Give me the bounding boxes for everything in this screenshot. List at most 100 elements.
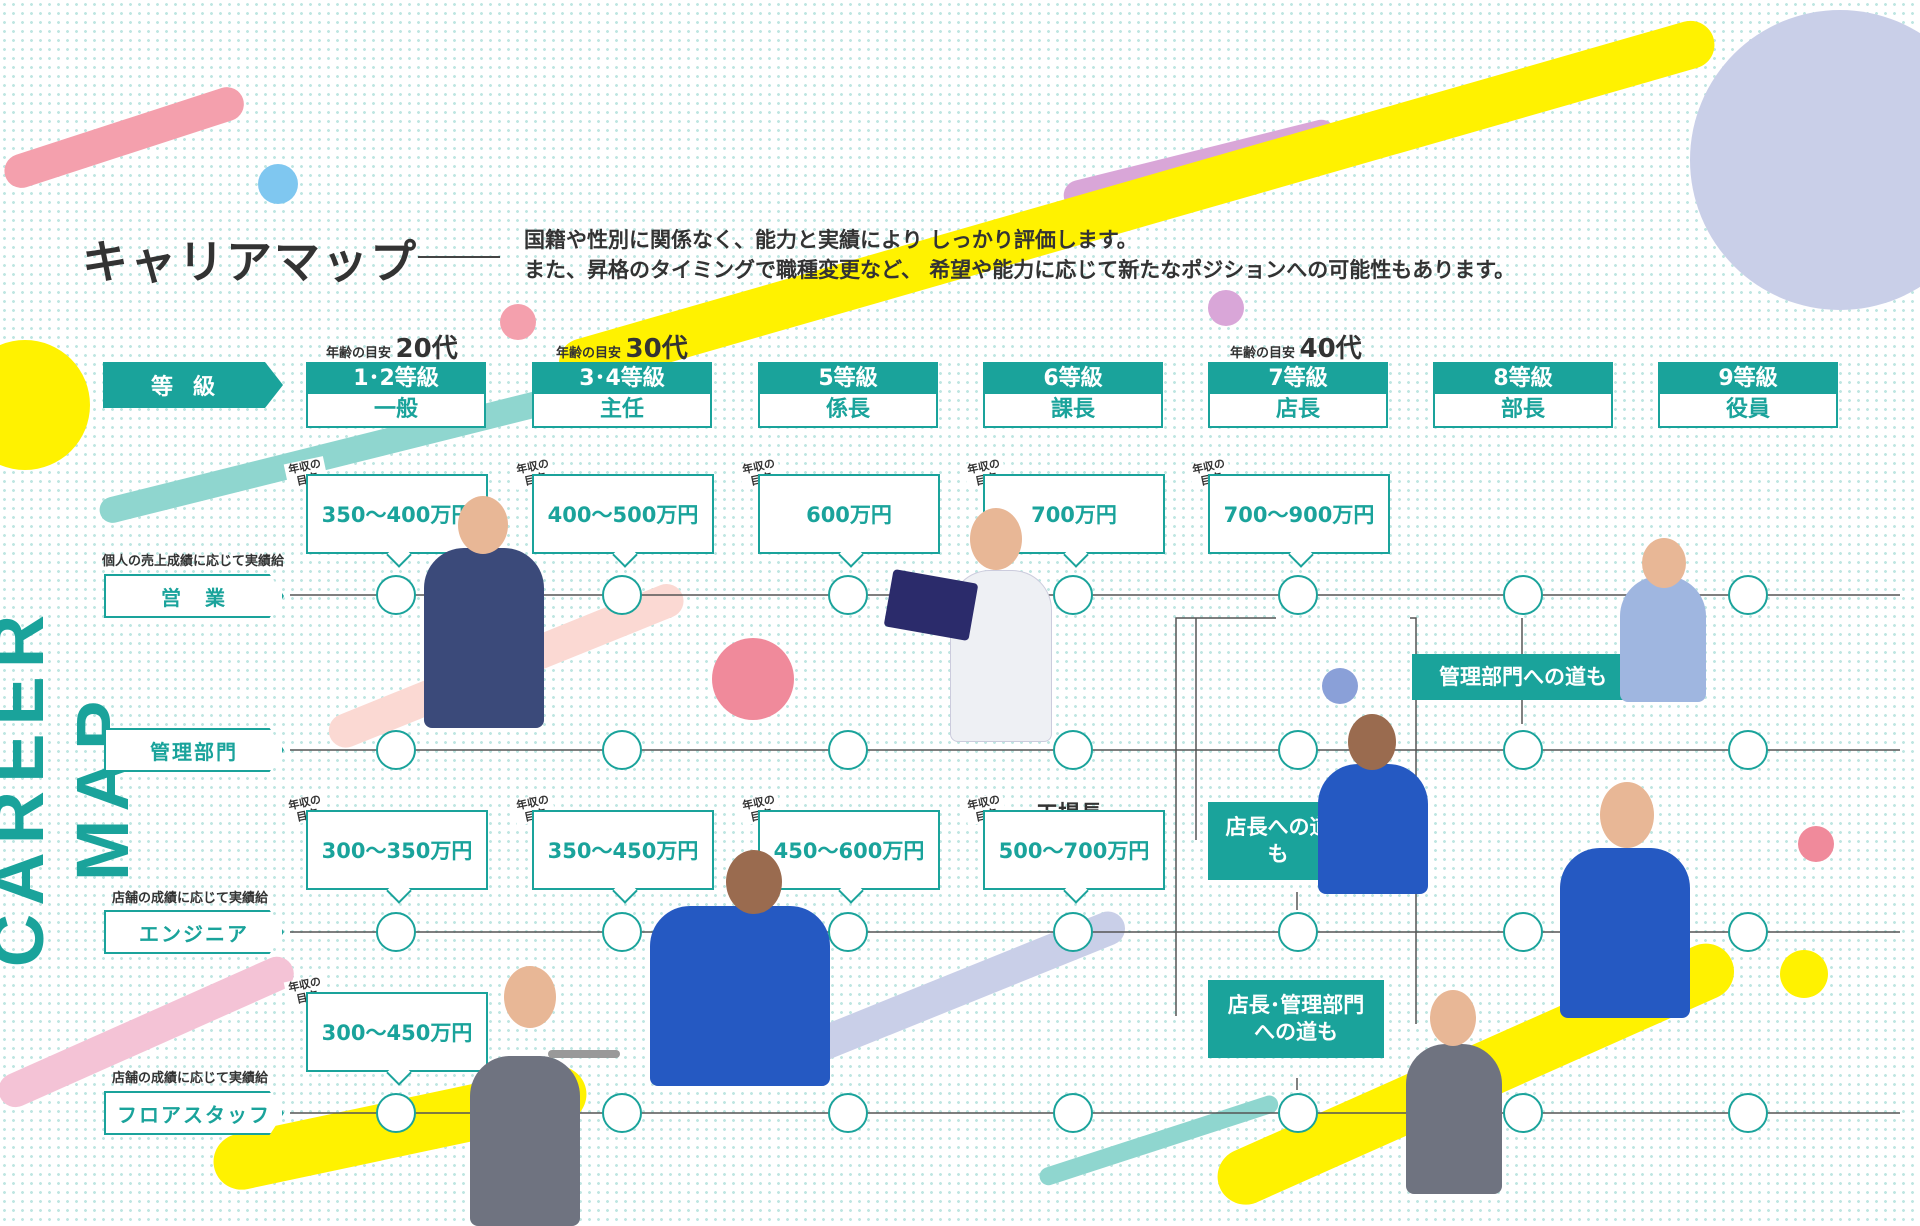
row-label-sales: 営 業 bbox=[104, 574, 284, 618]
admin-node bbox=[1053, 730, 1093, 770]
grade-number: 1･2等級 bbox=[308, 364, 484, 394]
sales-node bbox=[1728, 575, 1768, 615]
admin-node bbox=[1278, 730, 1318, 770]
salary-sales-2: 400〜500万円 bbox=[532, 474, 714, 554]
decor-big-circle bbox=[1690, 10, 1920, 310]
admin-node bbox=[602, 730, 642, 770]
person-floor-woman-1 bbox=[470, 1056, 580, 1226]
age-value: 30代 bbox=[625, 334, 688, 364]
intro-line-2: また、昇格のタイミングで職種変更など、 希望や能力に応じて新たなポジションへの可… bbox=[524, 258, 1516, 282]
person-floor-woman-2 bbox=[1406, 1044, 1502, 1194]
person-engineer-3 bbox=[1560, 848, 1690, 1018]
sales-node bbox=[1278, 575, 1318, 615]
intro-line-1: 国籍や性別に関係なく、能力と実績により しっかり評価します。 bbox=[524, 228, 1138, 252]
admin-node bbox=[1503, 730, 1543, 770]
grade-number: 7等級 bbox=[1210, 364, 1386, 394]
person-sales-man-head bbox=[970, 508, 1022, 570]
floor-note: 店舗の成績に応じて実績給 bbox=[112, 1071, 269, 1086]
grade-role: 役員 bbox=[1725, 397, 1770, 422]
salary-engineer-2: 350〜450万円 bbox=[532, 810, 714, 890]
floor-node bbox=[1728, 1093, 1768, 1133]
age-prefix: 年齢の目安 bbox=[556, 346, 622, 361]
grade-number: 3･4等級 bbox=[534, 364, 710, 394]
person-engineer-1 bbox=[650, 906, 830, 1086]
admin-node bbox=[376, 730, 416, 770]
sales-node bbox=[602, 575, 642, 615]
grade-role: 主任 bbox=[599, 397, 644, 422]
person-engineer-3-head bbox=[1600, 782, 1654, 848]
vertical-link-left bbox=[1175, 617, 1276, 1016]
decor-dot-pink-right bbox=[1798, 826, 1834, 862]
age-label-30s: 年齢の目安 30代 bbox=[556, 328, 688, 365]
age-label-20s: 年齢の目安 20代 bbox=[326, 328, 458, 365]
path-to-manager-admin: 店長･管理部門への道も bbox=[1208, 980, 1384, 1058]
grade-number: 6等級 bbox=[985, 364, 1161, 394]
salary-sales-1: 350〜400万円 bbox=[306, 474, 488, 554]
grade-role: 係長 bbox=[825, 397, 870, 422]
grade-box-3: 5等級係長 bbox=[758, 362, 938, 428]
page-title: キャリアマップ bbox=[82, 235, 418, 289]
decor-dot-pink-top bbox=[500, 304, 536, 340]
engineer-node bbox=[1278, 912, 1318, 952]
grade-box-6: 8等級部長 bbox=[1433, 362, 1613, 428]
engineer-note: 店舗の成績に応じて実績給 bbox=[112, 891, 269, 906]
sales-note: 個人の売上成績に応じて実績給 bbox=[102, 554, 285, 569]
engineer-node bbox=[376, 912, 416, 952]
floor-node bbox=[1503, 1093, 1543, 1133]
row-label-engineer: エンジニア bbox=[104, 910, 284, 954]
grade-box-7: 9等級役員 bbox=[1658, 362, 1838, 428]
row-label-floor: フロアスタッフ bbox=[104, 1091, 284, 1135]
engineer-node bbox=[1503, 912, 1543, 952]
sales-node bbox=[828, 575, 868, 615]
engineer-node bbox=[828, 912, 868, 952]
sales-node bbox=[1053, 575, 1093, 615]
intro-text: 国籍や性別に関係なく、能力と実績により しっかり評価します。 また、昇格のタイミ… bbox=[524, 225, 1515, 285]
person-sales-woman bbox=[424, 548, 544, 728]
floor-node bbox=[1053, 1093, 1093, 1133]
title-rule bbox=[418, 256, 500, 258]
salary-sales-3: 600万円 bbox=[758, 474, 940, 554]
path-to-admin: 管理部門への道も bbox=[1412, 654, 1634, 700]
grade-role: 一般 bbox=[373, 397, 418, 422]
salary-floor-1: 300〜450万円 bbox=[306, 992, 488, 1072]
person-admin-woman-head bbox=[1642, 538, 1686, 588]
tray-image bbox=[548, 1050, 620, 1058]
grade-role: 課長 bbox=[1050, 397, 1095, 422]
person-admin-woman bbox=[1620, 576, 1706, 702]
grade-box-4: 6等級課長 bbox=[983, 362, 1163, 428]
row-label-admin: 管理部門 bbox=[104, 728, 284, 772]
age-label-40s: 年齢の目安 40代 bbox=[1230, 328, 1362, 365]
grade-role: 部長 bbox=[1500, 397, 1545, 422]
grade-number: 5等級 bbox=[760, 364, 936, 394]
floor-node bbox=[828, 1093, 868, 1133]
engineer-node bbox=[1053, 912, 1093, 952]
grade-header: 等級 bbox=[103, 362, 283, 408]
person-engineer-2-head bbox=[1348, 714, 1396, 770]
salary-engineer-1: 300〜350万円 bbox=[306, 810, 488, 890]
grade-box-5: 7等級店長 bbox=[1208, 362, 1388, 428]
salary-engineer-4: 500〜700万円 bbox=[983, 810, 1165, 890]
person-engineer-1-head bbox=[726, 850, 782, 914]
floor-node bbox=[602, 1093, 642, 1133]
age-prefix: 年齢の目安 bbox=[326, 346, 392, 361]
salary-engineer-3: 450〜600万円 bbox=[758, 810, 940, 890]
salary-sales-5: 700〜900万円 bbox=[1208, 474, 1390, 554]
sales-node bbox=[376, 575, 416, 615]
age-value: 20代 bbox=[395, 334, 458, 364]
floor-node bbox=[376, 1093, 416, 1133]
person-floor-woman-1-head bbox=[504, 966, 556, 1028]
decor-dot-navy bbox=[1322, 668, 1358, 704]
grade-number: 8等級 bbox=[1435, 364, 1611, 394]
floor-node bbox=[1278, 1093, 1318, 1133]
person-floor-woman-2-head bbox=[1430, 990, 1476, 1046]
engineer-node bbox=[602, 912, 642, 952]
person-engineer-2 bbox=[1318, 764, 1428, 894]
admin-node bbox=[828, 730, 868, 770]
grade-number: 9等級 bbox=[1660, 364, 1836, 394]
grade-box-2: 3･4等級主任 bbox=[532, 362, 712, 428]
age-prefix: 年齢の目安 bbox=[1230, 346, 1296, 361]
decor-dot-yellow-right bbox=[1780, 950, 1828, 998]
admin-node bbox=[1728, 730, 1768, 770]
age-value: 40代 bbox=[1299, 334, 1362, 364]
engineer-node bbox=[1728, 912, 1768, 952]
